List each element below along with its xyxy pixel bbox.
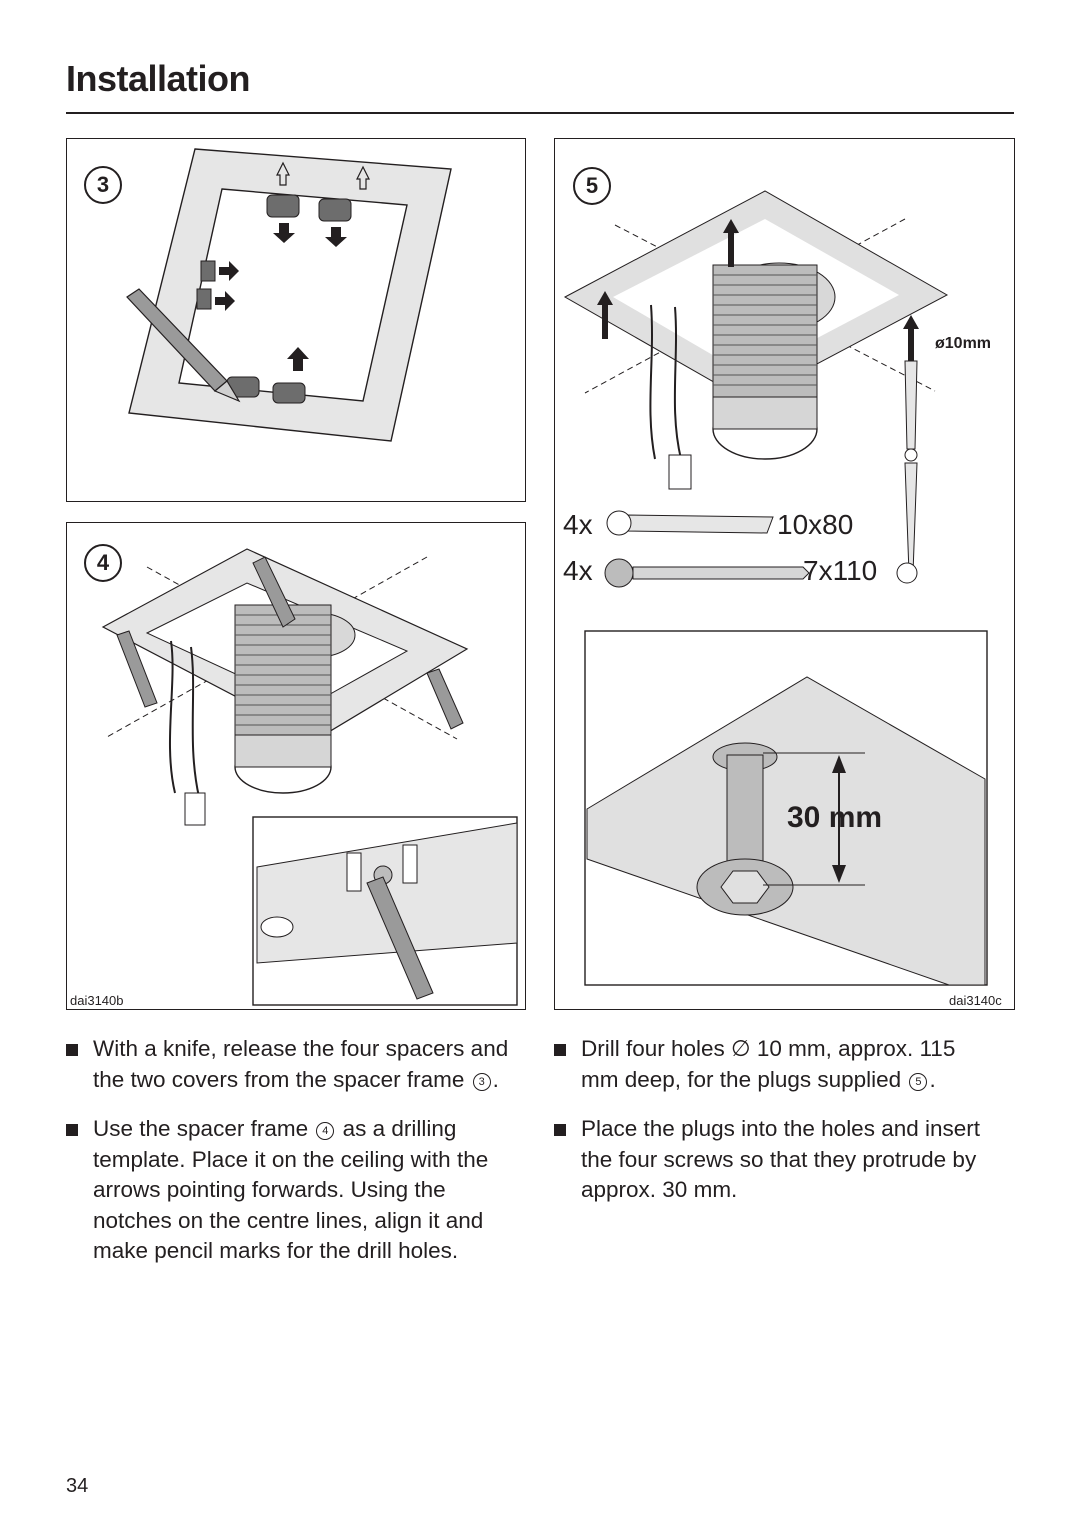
step-ref-icon: 3	[472, 1072, 491, 1091]
page-number: 34	[66, 1475, 89, 1497]
drilling-template-illustration	[101, 548, 518, 1006]
instruction-item: Use the spacer frame 4 as a drilling tem…	[66, 1114, 526, 1267]
step-ref-icon: 5	[909, 1072, 928, 1091]
instruction-item: With a knife, release the four spacers a…	[66, 1034, 526, 1095]
instruction-text: Use the spacer frame	[93, 1116, 309, 1141]
instructions-left: With a knife, release the four spacers a…	[66, 1034, 526, 1286]
page-title: Installation	[66, 58, 251, 99]
figure-code-right: dai3140c	[949, 993, 1002, 1008]
step-5-marker: 5	[573, 167, 611, 205]
title-rule	[66, 112, 1014, 114]
step-4-marker: 4	[84, 544, 122, 582]
instruction-text: Drill four holes ∅ 10 mm, approx. 115 mm…	[581, 1036, 956, 1092]
instruction-text: With a knife, release the four spacers a…	[93, 1036, 509, 1092]
plug-size: 10x80	[777, 509, 854, 540]
bullet-icon	[554, 1124, 566, 1136]
screw-quantity: 4x	[563, 555, 593, 586]
step-3-marker: 3	[84, 166, 122, 204]
figure-step-4: 4 dai3140b	[66, 522, 526, 1010]
figure-code-left: dai3140b	[70, 993, 124, 1008]
plug-screw-illustration	[563, 190, 988, 986]
plug-quantity: 4x	[563, 509, 593, 540]
screw-size: 7x110	[803, 555, 878, 586]
bullet-icon	[554, 1044, 566, 1056]
figure-step-5: 5 ø10mm 4x 10x80 4x 7x110 30 mm dai3140c	[554, 138, 1015, 1010]
diameter-label: ø10mm	[935, 335, 992, 352]
instruction-text-end: as a drilling template. Place it on the …	[93, 1116, 489, 1263]
instructions-right: Drill four holes ∅ 10 mm, approx. 115 mm…	[554, 1034, 994, 1225]
bullet-icon	[66, 1124, 78, 1136]
figure-step-3: 3	[66, 138, 526, 502]
spacer-frame-knife-illustration	[126, 148, 452, 442]
instruction-item: Drill four holes ∅ 10 mm, approx. 115 mm…	[554, 1034, 994, 1095]
step-ref-icon: 4	[316, 1122, 335, 1140]
bullet-icon	[66, 1044, 78, 1056]
protrusion-label: 30 mm	[787, 801, 883, 834]
instruction-text: Place the plugs into the holes and inser…	[581, 1116, 981, 1202]
instruction-item: Place the plugs into the holes and inser…	[554, 1114, 994, 1206]
instruction-text-end: .	[492, 1066, 499, 1092]
instruction-text-end: .	[929, 1066, 936, 1092]
